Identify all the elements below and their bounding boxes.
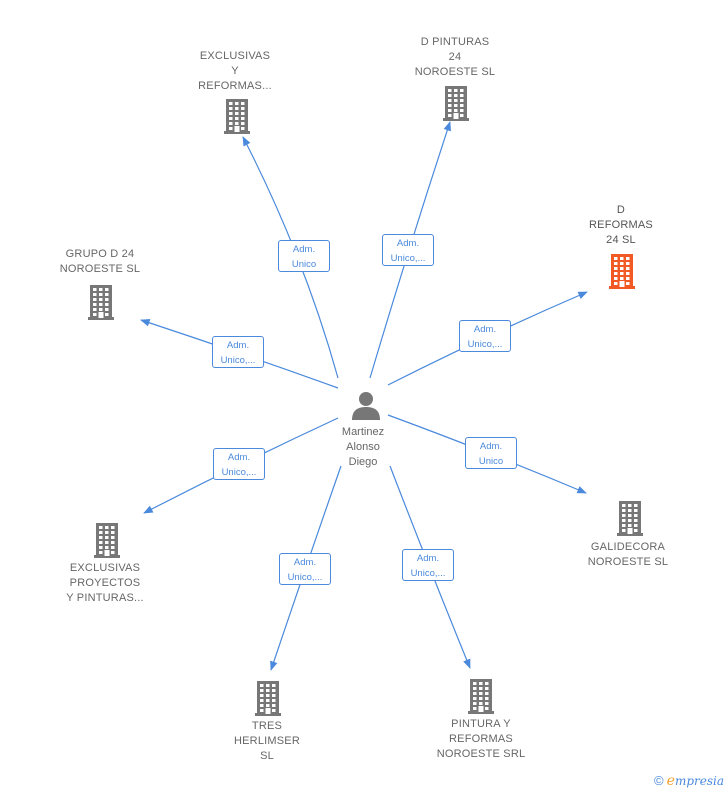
brand-name: mpresia	[674, 774, 724, 788]
company-label-line: Y	[231, 65, 239, 77]
company-label-galidecora[interactable]: GALIDECORA NOROESTE SL	[558, 540, 698, 570]
center-name-line: Diego	[348, 456, 378, 468]
company-label-line: REFORMAS...	[198, 80, 272, 92]
company-label-pintura-reformas[interactable]: PINTURA Y REFORMAS NOROESTE SRL	[411, 717, 551, 762]
company-label-line: NOROESTE SL	[414, 66, 496, 78]
copyright-icon: ©	[654, 773, 664, 788]
role-label[interactable]: Adm. Unico,...	[459, 320, 511, 352]
role-label-line: Unico,...	[287, 572, 323, 583]
company-label-line: Y PINTURAS...	[66, 592, 144, 604]
role-label[interactable]: Adm. Unico,...	[279, 553, 331, 585]
company-label-line: GRUPO D 24	[65, 248, 135, 260]
role-label-line: Adm.	[293, 557, 317, 568]
role-label-line: Adm.	[416, 553, 440, 564]
company-label-line: GALIDECORA	[590, 541, 666, 553]
role-label-line: Unico	[291, 259, 317, 270]
company-label-line: PROYECTOS	[69, 577, 141, 589]
building-icon[interactable]	[224, 98, 250, 134]
role-label[interactable]: Adm. Unico,...	[402, 549, 454, 581]
company-label-line: PINTURA Y	[451, 718, 511, 730]
company-label-line: EXCLUSIVAS	[199, 50, 271, 62]
company-label-tres-herlimser[interactable]: TRES HERLIMSER SL	[197, 719, 337, 764]
role-label-line: Adm.	[227, 452, 251, 463]
role-label-line: Adm.	[396, 238, 420, 249]
company-label-line: 24 SL	[606, 234, 636, 246]
building-icon[interactable]	[617, 500, 643, 536]
company-label-line: NOROESTE SRL	[436, 748, 526, 760]
role-label[interactable]: Adm. Unico,...	[213, 448, 265, 480]
company-label-line: EXCLUSIVAS	[69, 562, 141, 574]
building-icon[interactable]	[88, 284, 114, 320]
center-name-line: Martinez	[341, 426, 385, 438]
footer-brand: ©empresia	[654, 773, 724, 789]
role-label-line: Unico,...	[220, 355, 256, 366]
company-label-line: REFORMAS	[589, 219, 653, 231]
role-label-line: Unico,...	[390, 253, 426, 264]
brand-initial: e	[666, 773, 675, 789]
company-label-line: SL	[260, 750, 274, 762]
role-label-line: Unico,...	[410, 568, 446, 579]
role-label-line: Adm.	[479, 441, 503, 452]
role-label-line: Adm.	[292, 244, 316, 255]
company-label-line: HERLIMSER	[234, 735, 300, 747]
company-label-line: D PINTURAS	[420, 36, 490, 48]
role-label[interactable]: Adm. Unico	[465, 437, 517, 469]
role-label-line: Unico,...	[467, 339, 503, 350]
company-label-line: NOROESTE SL	[587, 556, 669, 568]
role-label-line: Unico	[478, 456, 504, 467]
company-label-exclusivas-proyectos[interactable]: EXCLUSIVAS PROYECTOS Y PINTURAS...	[35, 561, 175, 606]
building-icon[interactable]	[94, 522, 120, 558]
company-label-line: D	[616, 204, 626, 216]
center-name-line: Alonso	[346, 441, 380, 453]
person-icon	[352, 392, 380, 420]
building-icon[interactable]	[443, 85, 469, 121]
company-label-exclusivas-reformas[interactable]: EXCLUSIVAS Y REFORMAS...	[165, 49, 305, 94]
building-icon[interactable]	[255, 680, 281, 716]
role-label[interactable]: Adm. Unico,...	[382, 234, 434, 266]
role-label-line: Adm.	[473, 324, 497, 335]
company-label-line: TRES	[251, 720, 283, 732]
role-label[interactable]: Adm. Unico,...	[212, 336, 264, 368]
company-label-grupo-d24[interactable]: GRUPO D 24 NOROESTE SL	[30, 247, 170, 277]
center-person-name[interactable]: Martinez Alonso Diego	[313, 425, 413, 470]
company-label-line: REFORMAS	[449, 733, 513, 745]
company-label-line: NOROESTE SL	[59, 263, 141, 275]
role-label[interactable]: Adm. Unico	[278, 240, 330, 272]
role-label-line: Adm.	[226, 340, 250, 351]
company-label-d-reformas[interactable]: D REFORMAS 24 SL	[551, 203, 691, 248]
role-label-line: Unico,...	[221, 467, 257, 478]
building-icon[interactable]	[468, 678, 494, 714]
building-icon[interactable]	[609, 253, 635, 289]
company-label-line: 24	[448, 51, 462, 63]
